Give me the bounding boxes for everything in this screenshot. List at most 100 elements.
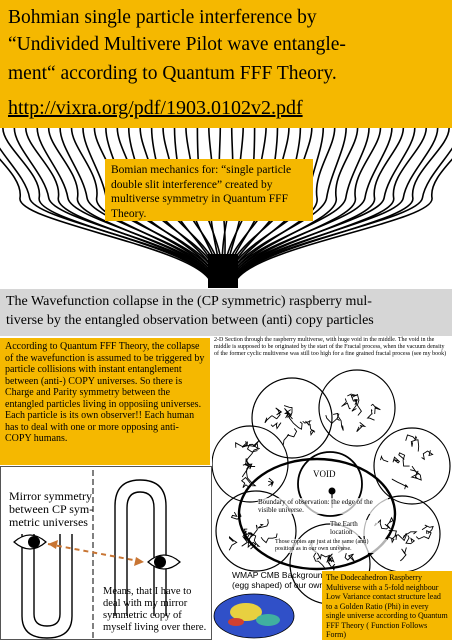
observation-boundary <box>237 457 397 571</box>
fractal-crack <box>325 413 340 425</box>
right-eye-icon <box>147 554 181 570</box>
wmap-caption: WMAP CMB Background radiation bubble (eg… <box>232 570 391 590</box>
fractal-crack <box>370 403 381 415</box>
dodecahedron-note: The Dodecahedron Raspberry Multiverse wi… <box>322 571 452 640</box>
banner-line-1: The Wavefunction collapse in the (CP sym… <box>6 294 372 309</box>
trajectory-line <box>232 128 450 287</box>
fractal-crack <box>366 409 375 421</box>
fractal-crack <box>309 423 316 436</box>
wmap-caption-line-2: (egg shaped) of our own universe. <box>232 579 361 590</box>
fractal-crack <box>288 414 303 430</box>
fractal-crack <box>344 552 355 562</box>
wavefunction-collapse-banner: The Wavefunction collapse in the (CP sym… <box>0 289 452 336</box>
mirror-copy-note: Means, that I have to deal with my mirro… <box>103 586 207 633</box>
fractal-crack <box>319 553 332 563</box>
trajectory-line <box>231 128 439 287</box>
trajectory-line <box>230 128 416 287</box>
mirror-title-line-3: metric universes <box>9 515 88 529</box>
title-line-1: Bohmian single particle interference by <box>8 7 317 28</box>
trajectory-line <box>47 128 216 287</box>
fractal-crack <box>246 443 259 453</box>
fractal-crack <box>230 510 242 520</box>
fractal-crack <box>270 422 282 430</box>
fractal-crack <box>333 412 344 431</box>
fractal-crack <box>356 422 367 433</box>
fractal-crack <box>388 530 408 542</box>
collapse-explanation-text: According to Quantum FFF Theory, the col… <box>5 341 205 444</box>
fractal-crack <box>421 524 434 534</box>
universe-bubble <box>373 427 451 505</box>
fractal-crack <box>405 535 416 545</box>
fractal-crack <box>228 535 238 551</box>
fractal-crack <box>283 405 293 420</box>
trajectory-line <box>59 128 217 287</box>
title-line-2: “Undivided Multivere Pilot wave entangle… <box>8 34 346 55</box>
fractal-crack <box>380 455 389 463</box>
trajectory-line <box>70 128 217 287</box>
central-void <box>297 451 363 517</box>
earth-label: The Earth location <box>330 520 378 536</box>
fractal-crack <box>384 516 394 530</box>
fractal-crack <box>405 434 417 447</box>
mirror-title-line-1: Mirror symmetry <box>9 489 92 503</box>
fractal-crack <box>341 398 351 410</box>
fractal-crack <box>246 464 257 487</box>
title-banner: Bohmian single particle interference by … <box>0 0 452 128</box>
cmb-map-icon <box>213 593 295 639</box>
fractal-crack <box>398 452 410 467</box>
fractal-crack <box>389 534 398 544</box>
mirror-symmetry-title: Mirror symmetry between CP sym- metric u… <box>9 490 93 529</box>
trajectory-line <box>2 128 214 287</box>
double-slit-barrier <box>208 254 238 288</box>
fractal-crack <box>327 553 335 563</box>
universe-bubble <box>251 377 333 459</box>
boundary-label: Boundary of observation: the edge of the… <box>258 498 388 514</box>
trajectory-line <box>36 128 216 287</box>
fractal-crack <box>243 528 254 537</box>
void-label: VOID <box>313 469 336 479</box>
fractal-crack <box>244 447 260 468</box>
fractal-crack <box>268 477 274 488</box>
paper-link[interactable]: http://vixra.org/pdf/1903.0102v2.pdf <box>8 97 303 119</box>
fractal-crack <box>391 478 409 490</box>
trajectory-line <box>232 147 452 287</box>
trajectory-line <box>233 158 452 287</box>
banner-line-2: tiverse by the entangled observation bet… <box>6 313 374 328</box>
fractal-crack <box>264 415 278 424</box>
universe-bubble <box>215 490 297 572</box>
wmap-caption-line-1: WMAP CMB Background radiation bubble <box>232 570 391 580</box>
trajectory-line <box>229 128 393 287</box>
fractal-crack <box>415 529 432 540</box>
fractal-crack <box>260 533 278 544</box>
fractal-crack <box>243 440 260 447</box>
universe-bubble <box>318 369 396 447</box>
fractal-crack <box>421 450 434 461</box>
fractal-crack <box>411 465 422 481</box>
trajectory-line <box>24 128 215 287</box>
trajectory-line <box>227 128 347 287</box>
entanglement-arrow-icon <box>47 540 145 566</box>
fractal-crack <box>400 547 407 562</box>
fractal-crack <box>327 561 336 571</box>
trajectory-line <box>228 128 370 287</box>
trajectory-line <box>0 158 213 287</box>
fractal-crack <box>246 531 261 548</box>
fractal-crack <box>240 476 251 489</box>
mirror-symmetry-drawing <box>13 470 181 639</box>
bomian-note-text: Bomian mechanics for: “single particle d… <box>111 164 292 220</box>
left-eye-icon <box>13 534 47 550</box>
fractal-crack <box>392 456 401 464</box>
fractal-crack <box>241 530 249 547</box>
fractal-crack <box>410 469 420 480</box>
fractal-crack <box>414 435 420 452</box>
fractal-crack <box>247 532 257 550</box>
mirror-symmetry-panel <box>0 466 212 640</box>
fractal-crack <box>402 531 418 539</box>
fractal-crack <box>347 393 358 405</box>
bomian-mechanics-note: Bomian mechanics for: “single particle d… <box>105 159 313 221</box>
title-line-3: ment“ according to Quantum FFF Theory. <box>8 63 337 84</box>
fractal-crack <box>275 407 283 419</box>
fractal-crack <box>257 519 269 529</box>
fractal-crack <box>351 393 362 416</box>
dodecahedron-note-text: The Dodecahedron Raspberry Multiverse wi… <box>326 573 448 639</box>
